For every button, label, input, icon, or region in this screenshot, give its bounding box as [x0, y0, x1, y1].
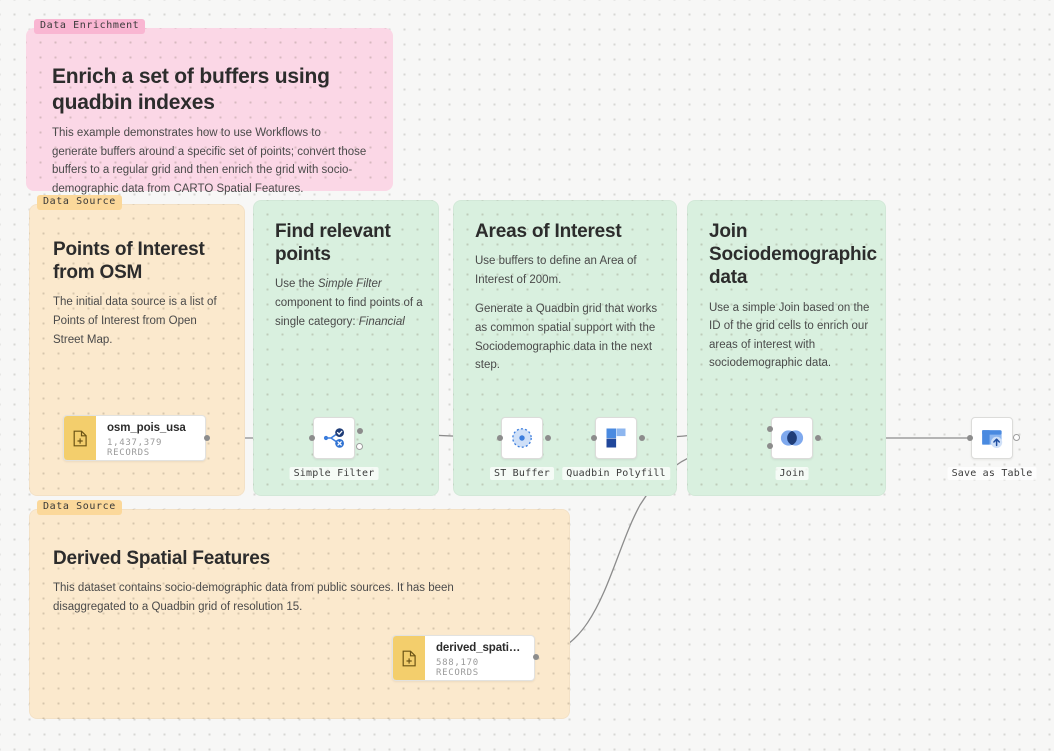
group-title-data-enrichment: Enrich a set of buffers using quadbin in… — [52, 65, 330, 114]
table-node-osm-pois-usa[interactable]: osm_pois_usa 1,437,379 RECORDS — [63, 415, 206, 461]
group-badge-data-enrichment: Data Enrichment — [34, 19, 146, 34]
component-label-join: Join — [775, 467, 809, 480]
component-label-st-buffer: ST Buffer — [490, 467, 554, 480]
component-label-quadbin-polyfill: Quadbin Polyfill — [562, 467, 670, 480]
group-text-find-relevant-points: Use the Simple Filter component to find … — [275, 278, 423, 328]
port-simple-filter-out-nomatch[interactable] — [356, 443, 363, 450]
table-node-record-count: 588,170 RECORDS — [436, 658, 479, 678]
component-label-simple-filter: Simple Filter — [289, 467, 379, 480]
quadbin-tiles-icon — [606, 428, 626, 448]
save-table-icon — [982, 430, 1003, 448]
table-node-record-count: 1,437,379 RECORDS — [107, 438, 163, 458]
group-areas-of-interest[interactable]: Areas of Interest Use buffers to define … — [453, 200, 677, 496]
group-data-enrichment[interactable]: Data Enrichment Enrich a set of buffers … — [26, 19, 393, 195]
group-badge-derived-spatial-features: Data Source — [37, 500, 122, 515]
port-quadbin-in[interactable] — [591, 435, 597, 441]
table-node-derived-spatialfeatures[interactable]: derived_spatialfe… 588,170 RECORDS — [392, 635, 535, 681]
component-node-st-buffer[interactable] — [501, 417, 543, 459]
branch-filter-icon — [323, 428, 344, 448]
group-text-areas-of-interest-2: Generate a Quadbin grid that works as co… — [475, 303, 658, 372]
port-st-buffer-in[interactable] — [497, 435, 503, 441]
group-title-join-sociodemographic: Join Sociodemographic data — [709, 221, 877, 289]
port-derived-out[interactable] — [533, 654, 539, 660]
group-text-areas-of-interest-1: Use buffers to define an Area of Interes… — [475, 255, 637, 286]
component-label-save-as-table: Save as Table — [947, 467, 1037, 480]
venn-join-icon — [780, 430, 804, 446]
table-node-name: derived_spatialfe… — [436, 642, 524, 654]
group-text-points-of-interest: The initial data source is a list of Poi… — [53, 296, 217, 346]
port-join-in-left[interactable] — [767, 426, 773, 432]
port-st-buffer-out[interactable] — [545, 435, 551, 441]
port-save-out[interactable] — [1013, 434, 1020, 441]
group-title-points-of-interest: Points of Interest from OSM — [53, 239, 205, 284]
group-text-data-enrichment: This example demonstrates how to use Wor… — [52, 127, 367, 196]
component-node-join[interactable] — [771, 417, 813, 459]
port-quadbin-out[interactable] — [639, 435, 645, 441]
port-join-out[interactable] — [815, 435, 821, 441]
group-derived-spatial-features[interactable]: Data Source Derived Spatial Features Thi… — [29, 500, 570, 719]
component-node-save-as-table[interactable] — [971, 417, 1013, 459]
group-title-derived-spatial-features: Derived Spatial Features — [53, 548, 270, 569]
port-save-in[interactable] — [967, 435, 973, 441]
group-text-derived-spatial-features: This dataset contains socio-demographic … — [53, 582, 454, 613]
port-osm-out[interactable] — [204, 435, 210, 441]
group-badge-points-of-interest: Data Source — [37, 195, 122, 210]
group-title-find-relevant-points: Find relevant points — [275, 221, 391, 266]
file-plus-icon — [64, 416, 96, 460]
table-node-name: osm_pois_usa — [107, 422, 186, 434]
component-node-simple-filter[interactable] — [313, 417, 355, 459]
group-text-join-sociodemographic: Use a simple Join based on the ID of the… — [709, 301, 870, 370]
port-join-in-right[interactable] — [767, 443, 773, 449]
component-node-quadbin-polyfill[interactable] — [595, 417, 637, 459]
file-plus-icon — [393, 636, 425, 680]
port-simple-filter-out-match[interactable] — [357, 428, 363, 434]
group-title-areas-of-interest: Areas of Interest — [475, 221, 622, 242]
buffer-circle-icon — [512, 428, 532, 448]
port-simple-filter-in[interactable] — [309, 435, 315, 441]
